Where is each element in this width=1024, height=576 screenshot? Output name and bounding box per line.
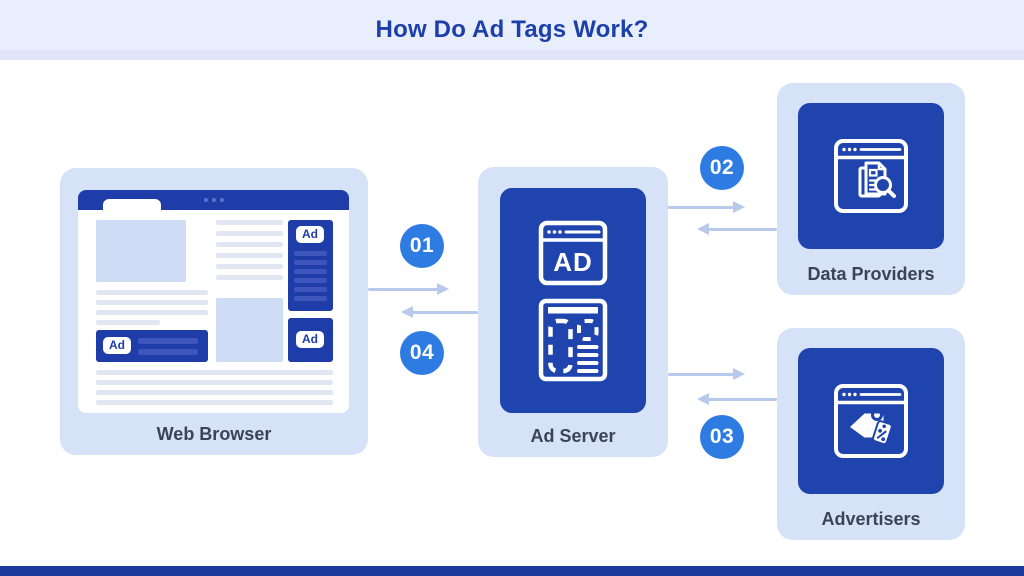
- text-line-placeholder: [96, 400, 333, 405]
- ad-icon-text: AD: [553, 247, 593, 277]
- header-band: How Do Ad Tags Work?: [0, 0, 1024, 60]
- page-title: How Do Ad Tags Work?: [375, 16, 649, 43]
- step-badge-01: 01: [400, 224, 444, 268]
- advertisers-card: Advertisers: [777, 328, 965, 540]
- text-line-placeholder: [216, 242, 283, 247]
- advertisers-panel: [798, 348, 944, 494]
- ad-badge: Ad: [296, 331, 324, 348]
- arrow-adserver-to-browser: [401, 306, 478, 318]
- ad-line-placeholder: [294, 251, 327, 256]
- text-line-placeholder: [216, 264, 283, 269]
- arrow-dataproviders-to-adserver: [697, 223, 777, 235]
- ad-window-icon: AD: [538, 220, 608, 286]
- ad-line-placeholder: [294, 260, 327, 265]
- ad-line-placeholder: [138, 349, 198, 355]
- ad-server-label: Ad Server: [530, 426, 616, 446]
- data-providers-card: Data Providers: [777, 83, 965, 295]
- ad-badge: Ad: [103, 337, 131, 354]
- price-tag-window-icon: [834, 384, 908, 458]
- step-badge-04: 04: [400, 331, 444, 375]
- hero-image-placeholder: [96, 220, 186, 282]
- ad-server-panel: AD: [500, 188, 646, 413]
- browser-topbar: [78, 190, 349, 210]
- web-browser-label: Web Browser: [156, 424, 272, 444]
- advertisers-label: Advertisers: [821, 509, 921, 529]
- ad-line-placeholder: [138, 338, 198, 344]
- ad-line-placeholder: [294, 278, 327, 283]
- ad-server-card: AD Ad Server: [478, 167, 668, 457]
- browser-dots-icon: [78, 198, 349, 202]
- browser-window-mockup: Ad Ad Ad: [78, 190, 349, 413]
- step-badge-03: 03: [700, 415, 744, 459]
- footer-bar: [0, 566, 1024, 576]
- browser-tab: [103, 199, 161, 210]
- arrow-adserver-to-dataproviders: [668, 201, 745, 213]
- data-providers-label: Data Providers: [807, 264, 935, 284]
- page-wireframe-icon: [538, 298, 608, 382]
- text-line-placeholder: [96, 380, 333, 385]
- text-line-placeholder: [96, 390, 333, 395]
- ad-line-placeholder: [294, 287, 327, 292]
- text-line-placeholder: [216, 231, 283, 236]
- text-line-placeholder: [216, 220, 283, 225]
- text-line-placeholder: [216, 253, 283, 258]
- arrow-advertisers-to-adserver: [697, 393, 777, 405]
- ad-line-placeholder: [294, 296, 327, 301]
- text-line-placeholder: [96, 320, 160, 325]
- step-badge-02: 02: [700, 146, 744, 190]
- text-line-placeholder: [96, 300, 208, 305]
- text-line-placeholder: [96, 370, 333, 375]
- arrow-adserver-to-advertisers: [668, 368, 745, 380]
- sidebar-ad: Ad: [288, 220, 333, 311]
- banner-ad: Ad: [96, 330, 208, 362]
- text-line-placeholder: [96, 310, 208, 315]
- ad-badge: Ad: [296, 226, 324, 243]
- image-placeholder: [216, 298, 283, 362]
- text-line-placeholder: [96, 290, 208, 295]
- web-browser-card: Ad Ad Ad: [60, 168, 368, 455]
- text-line-placeholder: [216, 275, 283, 280]
- ad-line-placeholder: [294, 269, 327, 274]
- data-providers-panel: [798, 103, 944, 249]
- arrow-browser-to-adserver: [368, 283, 449, 295]
- document-search-window-icon: [834, 139, 908, 213]
- box-ad: Ad: [288, 318, 333, 362]
